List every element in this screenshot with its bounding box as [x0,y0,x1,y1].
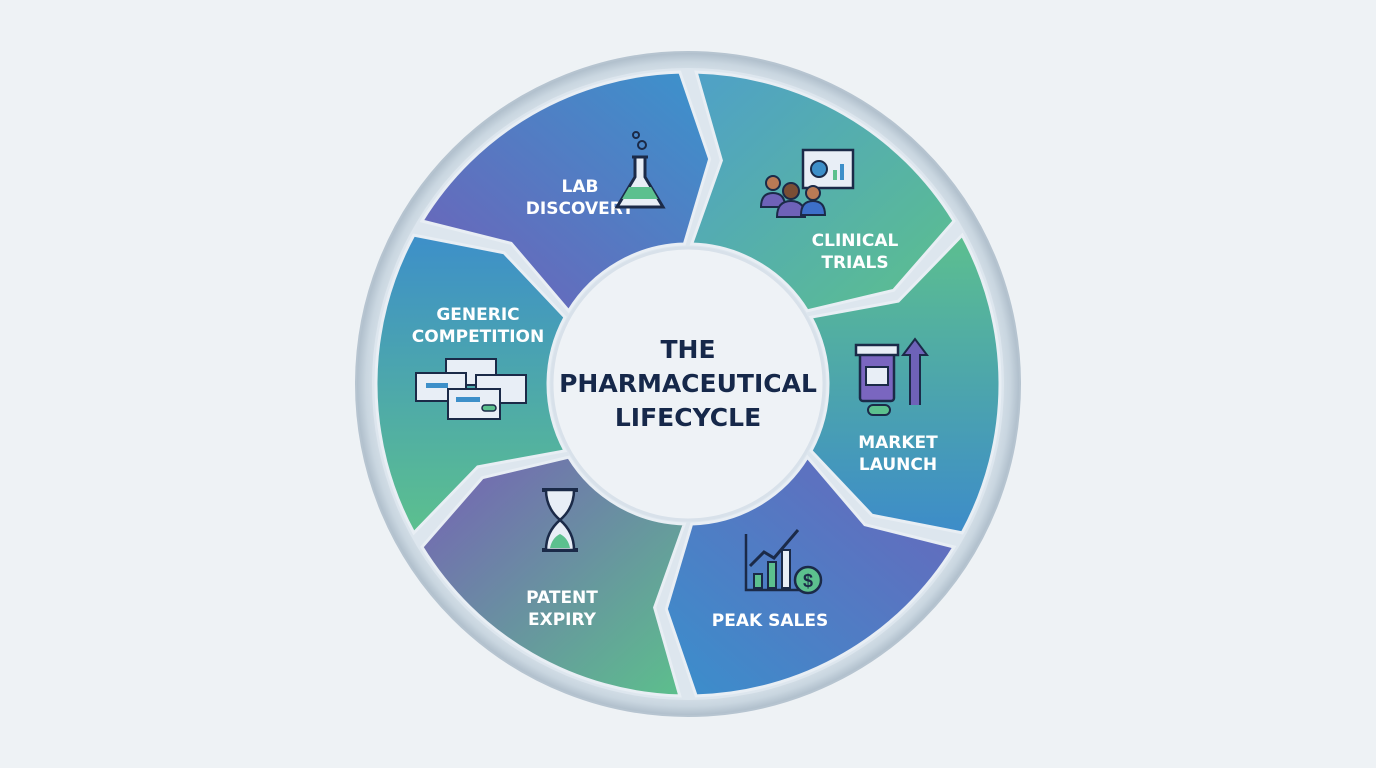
clinical-trials-label: TRIALS [821,253,888,273]
pill-bottle-arrow-icon [854,337,929,416]
lab-discovery-label: DISCOVERY [526,199,635,219]
generic-competition-label: COMPETITION [412,327,544,347]
segment-clinical-trials [689,70,956,313]
lab-discovery-label: LAB [562,177,599,197]
title-line-2: PHARMACEUTICAL [559,369,817,398]
flask-icon [614,131,666,209]
title-line-3: LIFECYCLE [615,403,761,432]
bar-chart-dollar-icon: $ [744,529,823,595]
medicine-boxes-icon [415,358,527,420]
segment-patent-expiry [420,455,687,698]
people-presentation-icon [759,148,855,218]
clinical-trials-label: CLINICAL [812,231,899,251]
patent-expiry-label: PATENT [526,588,598,608]
market-launch-label: MARKET [858,433,938,453]
hourglass-icon [542,488,578,552]
peak-sales-label: PEAK SALES [712,611,828,631]
title-line-1: THE [660,335,715,364]
svg-text:$: $ [803,571,813,591]
generic-competition-label: GENERIC [436,305,519,325]
segment-market-launch [808,232,1002,535]
center-circle [550,246,826,522]
market-launch-label: LAUNCH [859,455,937,475]
patent-expiry-label: EXPIRY [528,610,597,630]
